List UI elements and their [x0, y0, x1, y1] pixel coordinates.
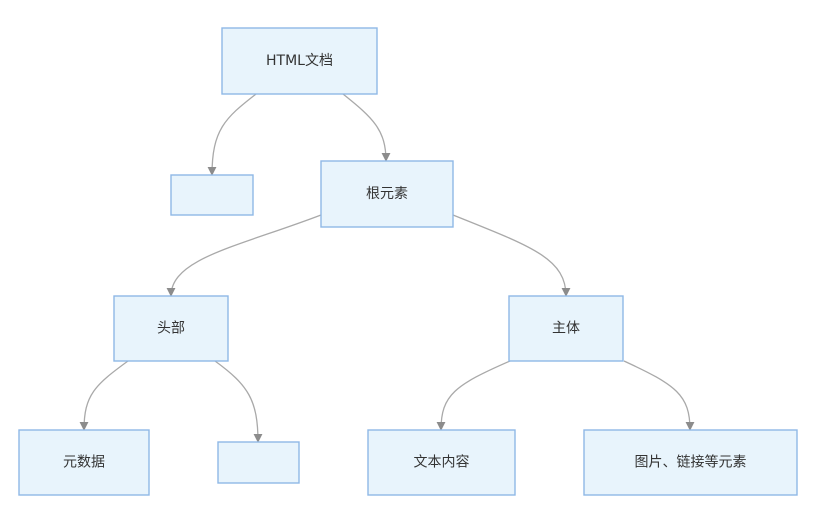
- edge-html-doc-to-empty: [207, 93, 257, 176]
- node-text-content-label: 文本内容: [414, 454, 470, 471]
- edge-head-to-empty: [214, 360, 263, 443]
- edge-head-to-metadata: [79, 360, 129, 431]
- node-empty-head-child: [217, 441, 300, 484]
- edges: [79, 93, 695, 443]
- node-head-label: 头部: [157, 321, 185, 337]
- node-metadata: 元数据: [18, 429, 150, 496]
- node-root-element-label: 根元素: [366, 186, 408, 202]
- node-html-document-label: HTML文档: [266, 53, 333, 69]
- node-root-element: 根元素: [320, 160, 454, 228]
- node-head: 头部: [113, 295, 229, 362]
- edge-root-to-body: [452, 214, 571, 297]
- edge-root-to-head: [166, 214, 322, 297]
- edge-body-to-text-content: [436, 360, 511, 431]
- node-html-document: HTML文档: [221, 27, 378, 95]
- node-text-content: 文本内容: [367, 429, 516, 496]
- node-body: 主体: [508, 295, 624, 362]
- edge-body-to-media-links: [623, 360, 695, 431]
- node-body-label: 主体: [552, 321, 580, 337]
- node-empty-left: [170, 174, 254, 216]
- node-media-links-label: 图片、链接等元素: [635, 454, 747, 471]
- node-metadata-label: 元数据: [63, 455, 105, 471]
- node-media-links: 图片、链接等元素: [583, 429, 798, 496]
- edge-html-doc-to-root: [342, 93, 391, 162]
